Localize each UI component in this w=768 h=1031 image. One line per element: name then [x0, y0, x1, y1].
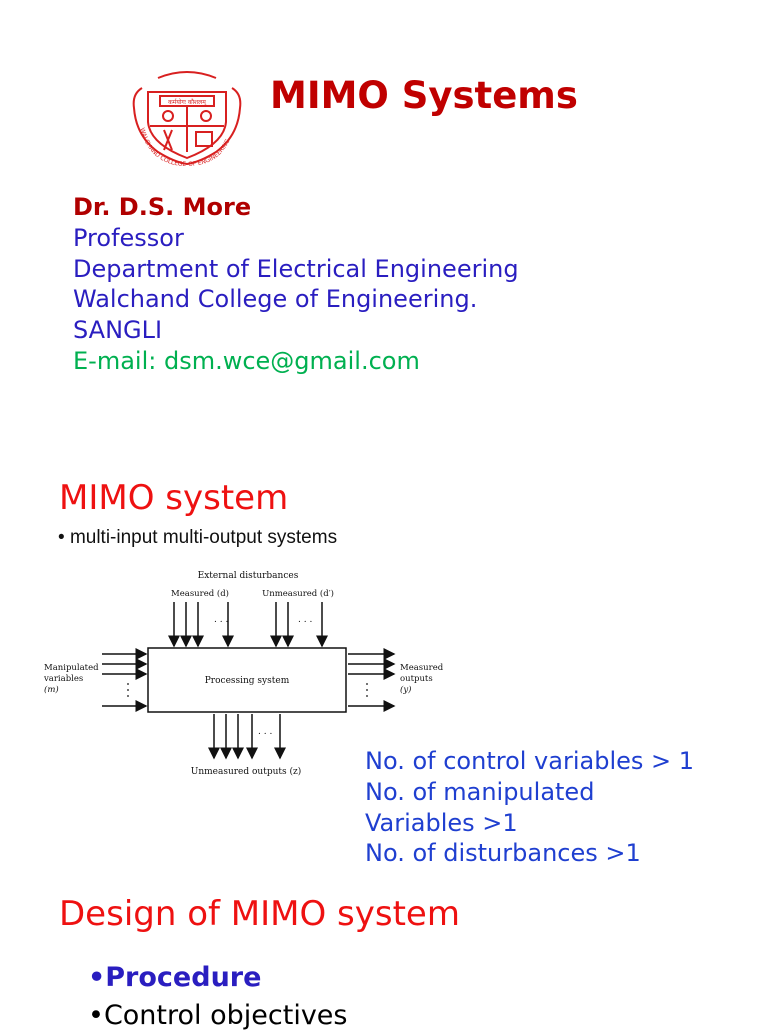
svg-text:. . .: . . . [214, 615, 228, 625]
section-heading-mimo: MIMO system [59, 478, 289, 518]
author-department: Department of Electrical Engineering [73, 255, 519, 283]
list-item-control-objectives: •Control objectives [88, 1000, 348, 1031]
author-city: SANGLI [73, 316, 163, 344]
author-college: Walchand College of Engineering. [73, 285, 478, 313]
author-email[interactable]: E-mail: dsm.wce@gmail.com [73, 347, 420, 375]
bullet-item: • multi-input multi-output systems [58, 527, 338, 548]
processing-system-box [147, 647, 347, 713]
svg-text:. . .: . . . [258, 727, 272, 737]
list-item-procedure: •Procedure [88, 962, 262, 993]
mimo-block-diagram: Processing system External disturbances … [43, 571, 446, 777]
fact-manipulated-2: Variables >1 [365, 809, 518, 837]
logo-motto: कर्मयोगः कौशलम् [168, 98, 207, 106]
author-position: Professor [73, 224, 184, 252]
fact-manipulated-1: No. of manipulated [365, 778, 595, 806]
page-title: MIMO Systems [270, 74, 578, 117]
external-disturbances-label: External disturbances [198, 571, 299, 581]
unmeasured-outputs-label: Unmeasured outputs (z) [191, 766, 302, 777]
section-heading-design: Design of MIMO system [59, 894, 460, 934]
author-name: Dr. D.S. More [73, 193, 252, 221]
fact-disturbances: No. of disturbances >1 [365, 839, 641, 867]
unmeasured-disturbance-label: Unmeasured (d′) [262, 588, 334, 599]
bullet-text: multi-input multi-output systems [69, 527, 338, 548]
college-seal-icon: कर्मयोगः कौशलम् WALCHAND COLLEGE OF ENGI… [132, 71, 242, 166]
svg-text:Manipulated variables: Manipulated variables (m) [43, 663, 101, 695]
svg-text:Measured outputs (y): Measured outputs (y) [400, 663, 446, 695]
measured-disturbance-label: Measured (d) [171, 588, 229, 599]
svg-text:. . .: . . . [298, 615, 312, 625]
processing-system-label: Processing system [205, 676, 290, 686]
fact-control-variables: No. of control variables > 1 [365, 747, 695, 775]
